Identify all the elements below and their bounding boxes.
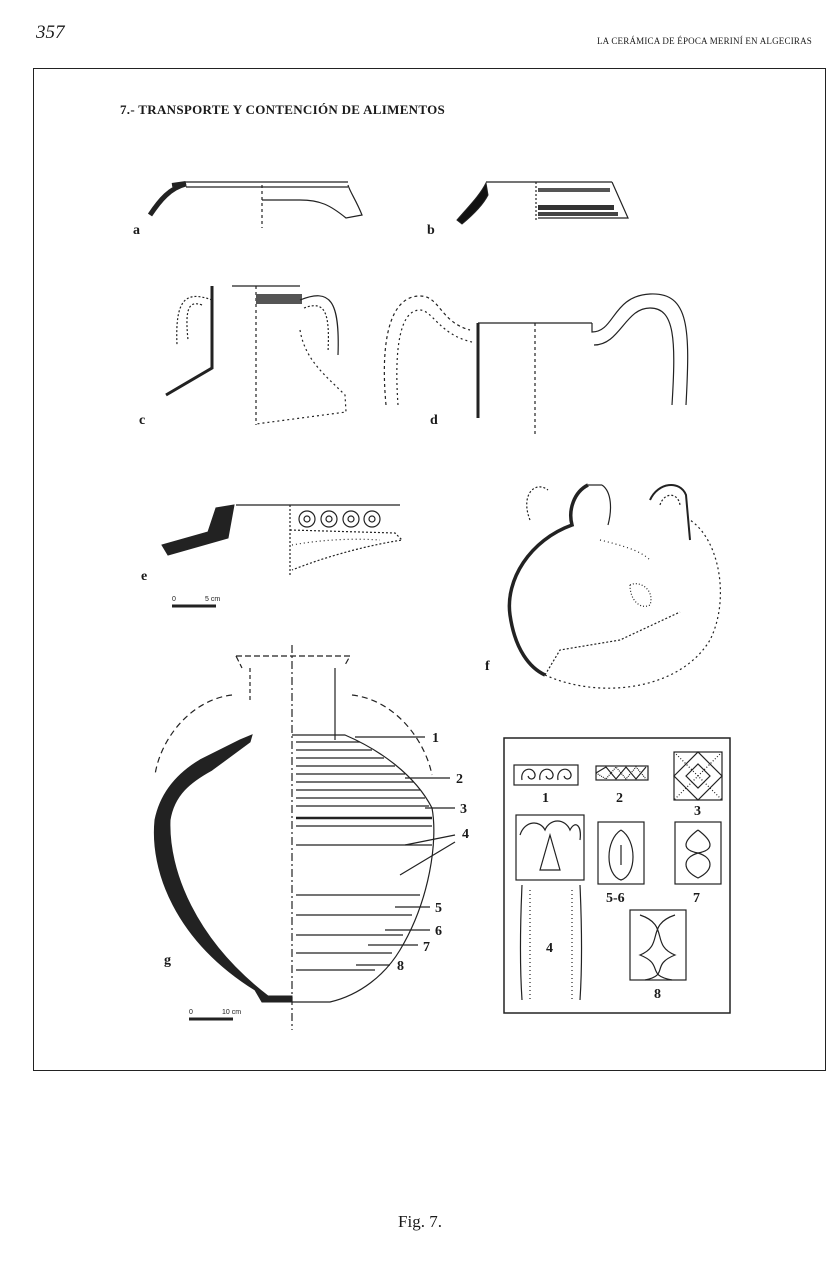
scale-large-zero: 0 <box>189 1009 193 1016</box>
label-g: g <box>164 953 171 968</box>
label-e: e <box>141 569 147 584</box>
section-title: 7.- TRANSPORTE Y CONTENCIÓN DE ALIMENTOS <box>120 102 446 117</box>
scale-small-zero: 0 <box>172 596 176 603</box>
motif-panel <box>503 737 731 1014</box>
drawing-c <box>165 285 347 425</box>
running-header: LA CERÁMICA DE ÉPOCA MERINÍ EN ALGECIRAS <box>596 36 812 46</box>
callout-8: 8 <box>397 959 404 974</box>
motif-label-8: 8 <box>654 987 661 1002</box>
callout-3: 3 <box>460 802 467 817</box>
callout-5: 5 <box>435 901 442 916</box>
callout-2: 2 <box>456 772 463 787</box>
callout-7: 7 <box>423 940 430 955</box>
drawing-b <box>456 181 629 225</box>
drawing-a <box>147 181 363 228</box>
figure-frame <box>33 68 826 1071</box>
drawing-g <box>153 645 456 1030</box>
drawing-d <box>383 293 689 435</box>
label-f: f <box>485 659 490 674</box>
label-d: d <box>430 413 438 428</box>
page-number: 357 <box>36 22 65 43</box>
motif-label-4: 4 <box>546 941 553 956</box>
drawing-f <box>507 483 721 689</box>
motif-label-2: 2 <box>616 791 623 806</box>
callout-1: 1 <box>432 731 439 746</box>
scale-small-value: 5 cm <box>205 596 220 603</box>
motif-label-7: 7 <box>693 891 700 906</box>
callout-6: 6 <box>435 924 442 939</box>
motif-label-5-6: 5-6 <box>606 891 625 906</box>
callout-4: 4 <box>462 827 469 842</box>
label-c: c <box>139 413 145 428</box>
label-a: a <box>133 223 140 238</box>
figure-caption: Fig. 7. <box>398 1212 442 1231</box>
scale-large-value: 10 cm <box>222 1009 241 1016</box>
motif-label-1: 1 <box>542 791 549 806</box>
motif-label-3: 3 <box>694 804 701 819</box>
drawing-e <box>161 504 404 575</box>
label-b: b <box>427 223 435 238</box>
